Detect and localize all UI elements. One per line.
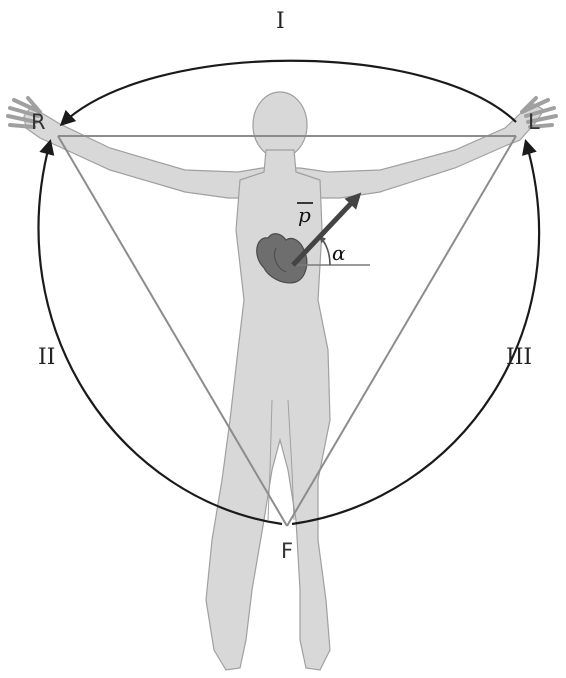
electrode-R-label: R [31, 110, 46, 134]
angle-alpha-label: α [332, 241, 346, 265]
vector-p-label: p [298, 203, 311, 227]
lead-III-arc [292, 142, 539, 524]
lead-I-label: I [276, 9, 285, 34]
electrode-L-label: L [528, 110, 540, 134]
lead-III-label: III [506, 345, 532, 370]
electrode-F-label: F [281, 539, 293, 563]
lead-II-label: II [38, 345, 55, 370]
head [253, 92, 307, 158]
torso-and-legs [206, 150, 330, 670]
body-silhouette [8, 92, 556, 670]
